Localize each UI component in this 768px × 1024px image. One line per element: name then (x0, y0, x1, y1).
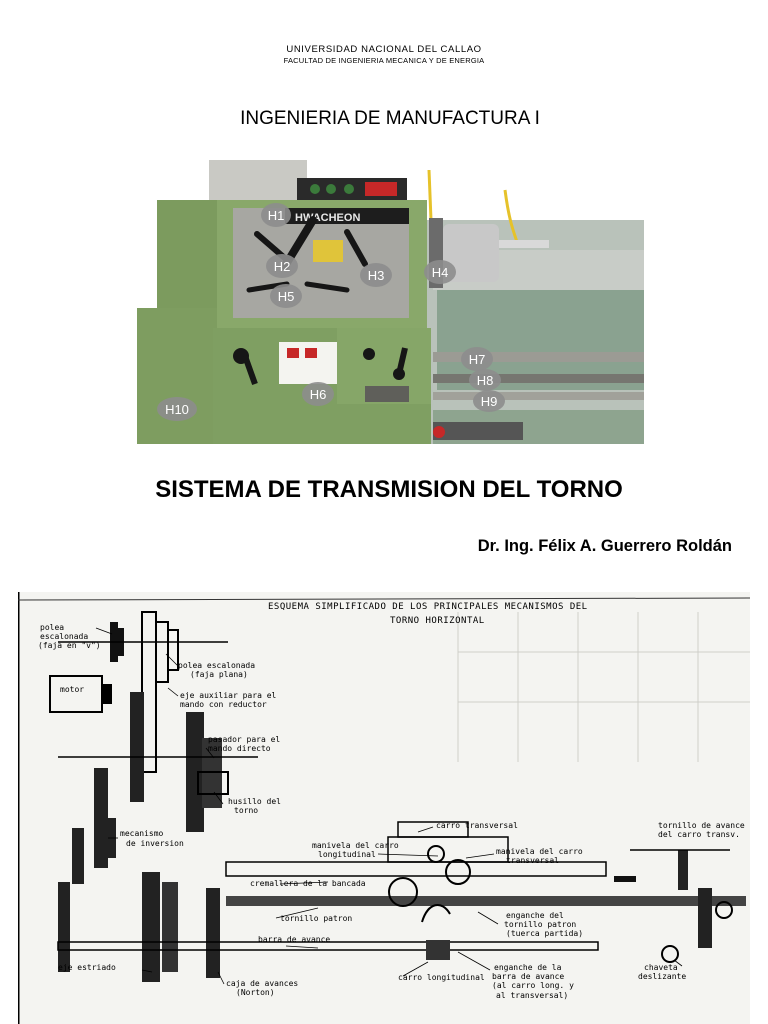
label-polea-faja-v: polea (40, 623, 64, 632)
label-cremallera: cremallera de la bancada (250, 879, 366, 888)
svg-text:H1: H1 (268, 208, 285, 223)
svg-text:H10: H10 (165, 402, 189, 417)
label-chaveta: chaveta (644, 963, 678, 972)
label-enganche-barra-3: (al carro long. y (492, 981, 574, 990)
svg-text:H5: H5 (278, 289, 295, 304)
diagram-title-1: ESQUEMA SIMPLIFICADO DE LOS PRINCIPALES … (268, 602, 588, 612)
label-h8: H8 (469, 369, 501, 391)
label-tornillo-patron: tornillo patron (280, 914, 352, 923)
label-mecanismo-inversion-2: de inversion (126, 839, 184, 848)
label-h1: H1 (261, 203, 291, 227)
label-tornillo-avance-2: del carro transv. (658, 830, 740, 839)
label-enganche-tornillo: enganche del (506, 911, 564, 920)
label-carro-longitudinal: carro longitudinal (398, 973, 485, 982)
label-polea-plana-2: (faja plana) (190, 670, 248, 679)
label-h5: H5 (270, 284, 302, 308)
label-enganche-tornillo-3: (tuerca partida) (506, 929, 583, 938)
label-husillo: husillo del (228, 797, 281, 806)
course-title: INGENIERIA DE MANUFACTURA I (240, 108, 540, 129)
label-pasador-2: mando directo (208, 744, 271, 753)
label-polea-faja-v-2: escalonada (40, 632, 88, 641)
label-polea-plana: polea escalonada (178, 661, 255, 670)
svg-text:H9: H9 (481, 394, 498, 409)
label-mecanismo-inversion: mecanismo (120, 829, 164, 838)
lathe-mechanism-diagram: ESQUEMA SIMPLIFICADO DE LOS PRINCIPALES … (18, 592, 750, 1024)
label-enganche-barra-2: barra de avance (492, 972, 564, 981)
label-manivela-transversal-2: transversal (506, 856, 559, 865)
label-h6: H6 (302, 382, 334, 406)
label-h4: H4 (424, 260, 456, 284)
svg-text:H7: H7 (469, 352, 486, 367)
svg-text:H6: H6 (310, 387, 327, 402)
label-manivela-transversal: manivela del carro (496, 847, 583, 856)
label-tornillo-avance: tornillo de avance (658, 821, 745, 830)
label-enganche-barra-4: al transversal) (496, 991, 568, 1000)
label-eje-auxiliar-2: mando con reductor (180, 700, 267, 709)
label-eje-auxiliar: eje auxiliar para el (180, 691, 277, 700)
brand-label: HWACHEON (295, 212, 360, 224)
label-motor: motor (60, 685, 84, 694)
lathe-photo: HWACHEON H1 (137, 160, 644, 444)
svg-text:H3: H3 (368, 268, 385, 283)
label-caja-avances-2: (Norton) (236, 988, 275, 997)
label-eje-estriado: eje estriado (58, 963, 116, 972)
label-barra-avance: barra de avance (258, 935, 330, 944)
label-enganche-barra: enganche de la (494, 963, 562, 972)
mechanism-schematic: ESQUEMA SIMPLIFICADO DE LOS PRINCIPALES … (18, 592, 750, 1024)
label-chaveta-2: deslizante (638, 972, 686, 981)
lathe-illustration: HWACHEON H1 (137, 160, 644, 444)
svg-text:H4: H4 (432, 265, 449, 280)
label-enganche-tornillo-2: tornillo patron (504, 920, 576, 929)
svg-text:H2: H2 (274, 259, 291, 274)
label-manivela-longitudinal: manivela del carro (312, 841, 399, 850)
faculty-name: FACULTAD DE INGENIERIA MECANICA Y DE ENE… (283, 56, 485, 65)
label-h9: H9 (473, 390, 505, 412)
label-husillo-2: torno (234, 806, 258, 815)
label-h10: H10 (157, 397, 197, 421)
university-name: UNIVERSIDAD NACIONAL DEL CALLAO (286, 44, 482, 55)
label-pasador: pasador para el (208, 735, 280, 744)
label-carro-transversal: carro transversal (436, 821, 518, 830)
diagram-title-2: TORNO HORIZONTAL (390, 616, 485, 626)
label-h2: H2 (266, 254, 298, 278)
label-h7: H7 (461, 347, 493, 371)
svg-text:H8: H8 (477, 373, 494, 388)
label-polea-faja-v-3: (faja en "v") (38, 641, 101, 650)
label-caja-avances: caja de avances (226, 979, 298, 988)
label-manivela-longitudinal-2: longitudinal (318, 850, 376, 859)
main-title: SISTEMA DE TRANSMISION DEL TORNO (155, 476, 623, 503)
author-name: Dr. Ing. Félix A. Guerrero Roldán (477, 537, 732, 555)
label-h3: H3 (360, 263, 392, 287)
